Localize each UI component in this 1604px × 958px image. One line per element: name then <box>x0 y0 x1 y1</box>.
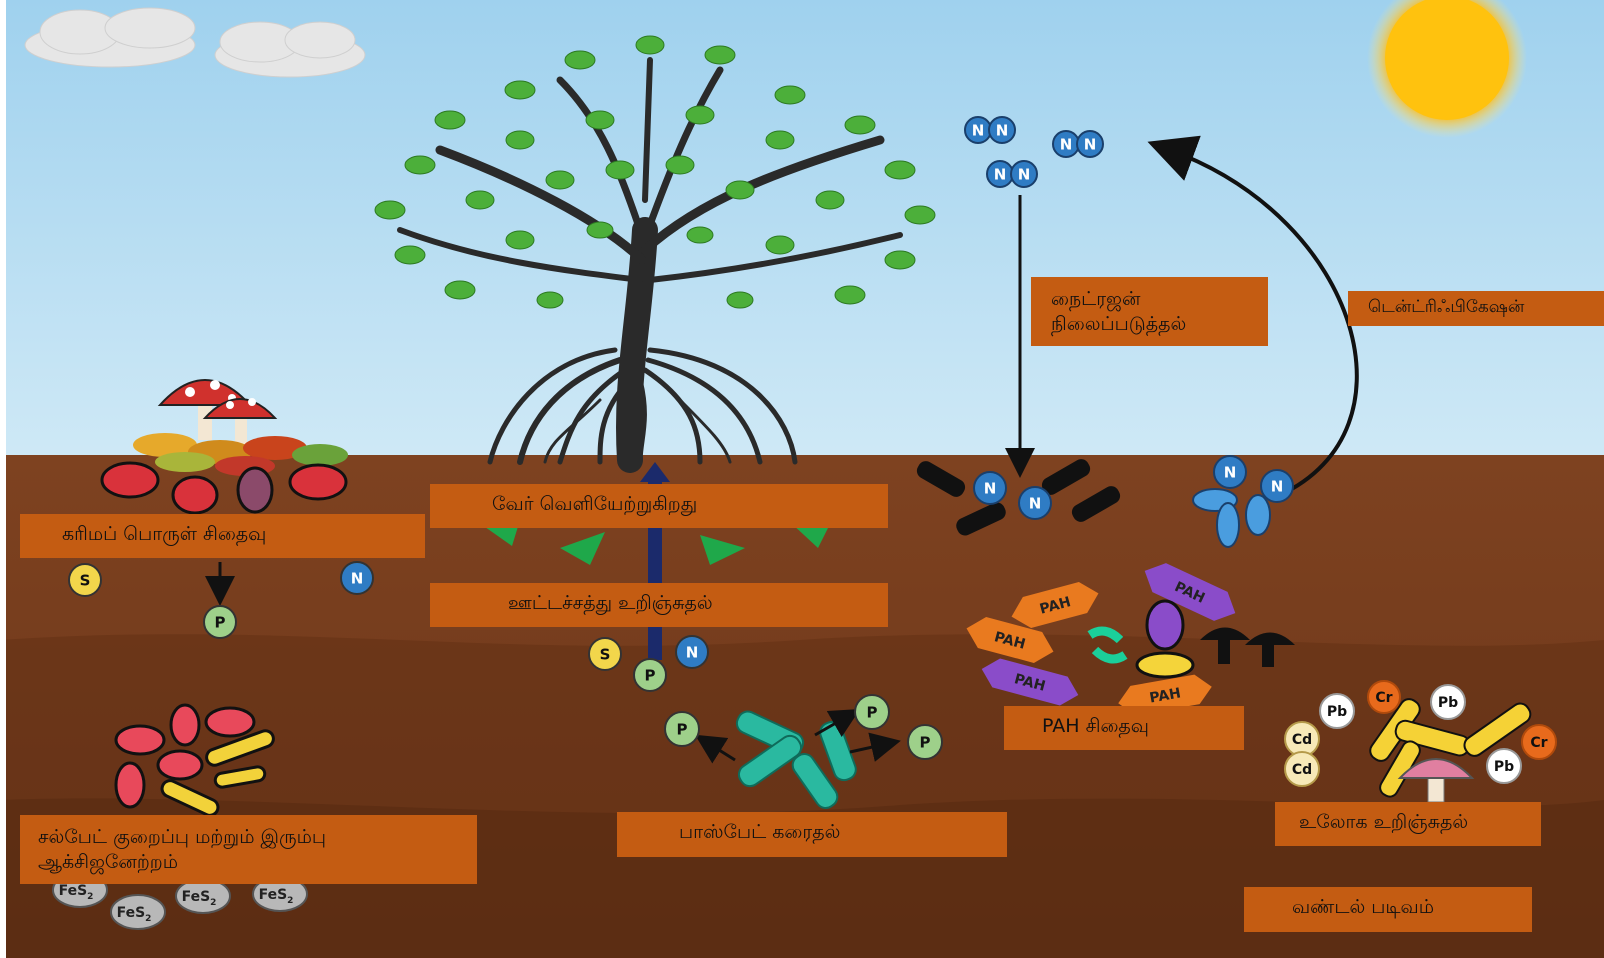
pah-molecule: PAH <box>1144 563 1236 621</box>
metal-uptake-bacteria <box>1369 698 1532 798</box>
svg-text:N: N <box>1084 135 1097 153</box>
svg-text:P: P <box>867 703 878 721</box>
pyrite-bubble: FeS2 <box>252 876 308 912</box>
phosphorus-atom: P <box>664 711 700 747</box>
phosphorus-atom: P <box>907 724 943 760</box>
svg-text:FeS2: FeS2 <box>59 883 94 902</box>
pah-molecule: PAH <box>1011 582 1099 628</box>
svg-text:P: P <box>920 733 931 751</box>
nitrogen-atom: N <box>1052 130 1080 158</box>
svg-text:PAH: PAH <box>1038 594 1073 618</box>
sulfate-reducing-bacteria <box>114 703 275 817</box>
svg-text:S: S <box>80 571 91 589</box>
lead-atom: Pb <box>1486 748 1522 784</box>
phosphorus-atom: P <box>633 658 667 692</box>
nitrogen-atom: N <box>964 116 992 144</box>
svg-text:Cr: Cr <box>1375 690 1392 706</box>
label-nutrient-uptake: ஊட்டச்சத்து உறிஞ்சுதல் <box>430 583 888 627</box>
svg-text:S: S <box>600 645 611 663</box>
pyrite-bubble: FeS2 <box>110 894 166 930</box>
svg-text:P: P <box>645 666 656 684</box>
cadmium-atom: Cd <box>1284 721 1320 757</box>
svg-text:P: P <box>215 613 226 631</box>
sky <box>0 0 1604 462</box>
label-root-exudation: வேர் வெளியேற்றுகிறது <box>430 484 888 528</box>
mangrove-tree <box>374 35 936 473</box>
svg-text:N: N <box>686 643 699 661</box>
svg-text:FeS2: FeS2 <box>182 889 217 908</box>
pah-degrader-bacteria <box>1087 599 1195 679</box>
leaf-litter <box>133 433 348 476</box>
chromium-atom: Cr <box>1521 724 1557 760</box>
svg-text:FeS2: FeS2 <box>259 887 294 906</box>
phosphorus-atom: P <box>203 605 237 639</box>
fungus-icon <box>1200 627 1295 667</box>
svg-text:N: N <box>996 121 1009 139</box>
nitrogen-atom: N <box>1076 130 1104 158</box>
svg-text:Pb: Pb <box>1327 704 1347 720</box>
sulfur-atom: S <box>588 637 622 671</box>
svg-text:N: N <box>972 121 985 139</box>
metal-mushroom-icon <box>1397 758 1475 803</box>
nitrogen-atom: N <box>973 471 1007 505</box>
nitrogen-atom: N <box>1260 469 1294 503</box>
svg-text:Pb: Pb <box>1494 759 1514 775</box>
lead-atom: Pb <box>1319 693 1355 729</box>
nitrogen-atom: N <box>988 116 1016 144</box>
svg-text:N: N <box>1271 477 1284 495</box>
svg-text:FeS2: FeS2 <box>117 905 152 924</box>
mushroom-icon <box>157 379 278 445</box>
nitrogen-atom: N <box>1213 455 1247 489</box>
lead-atom: Pb <box>1430 684 1466 720</box>
pyrite-bubble: FeS2 <box>175 878 231 914</box>
svg-text:N: N <box>1224 463 1237 481</box>
svg-text:N: N <box>351 569 364 587</box>
nitrogen-atom: N <box>1018 486 1052 520</box>
phosphorus-atom: P <box>854 694 890 730</box>
label-phosphate-solubilization: பாஸ்பேட் கரைதல் <box>617 812 1007 857</box>
svg-text:PAH: PAH <box>1012 671 1047 695</box>
sun-icon <box>1367 0 1527 138</box>
nitrogen-atom: N <box>675 635 709 669</box>
svg-text:Pb: Pb <box>1438 695 1458 711</box>
phosphate-arrows <box>205 562 901 764</box>
label-metal-uptake: உலோக உறிஞ்சுதல் <box>1275 802 1541 846</box>
pah-group: PAH PAH PAH PAH PAH <box>966 563 1236 716</box>
pah-molecule: PAH <box>966 617 1054 663</box>
svg-text:Cd: Cd <box>1292 762 1312 778</box>
svg-text:Cr: Cr <box>1530 735 1547 751</box>
denitrifying-bacteria <box>1192 488 1271 548</box>
nitrogen-atom: N <box>1010 160 1038 188</box>
cloud-icon <box>24 7 366 78</box>
label-denitrification: டென்ட்ரிஃபிகேஷன் <box>1348 291 1604 326</box>
label-pah-degradation: PAH சிதைவு <box>1004 706 1244 750</box>
pah-molecule: PAH <box>1118 674 1212 716</box>
nitrogen-atom: N <box>986 160 1014 188</box>
sulfur-atom: S <box>68 563 102 597</box>
svg-text:N: N <box>1029 494 1042 512</box>
pah-molecule: PAH <box>981 658 1079 706</box>
chromium-atom: Cr <box>1367 680 1401 714</box>
svg-text:P: P <box>677 720 688 738</box>
svg-text:PAH: PAH <box>1148 685 1182 706</box>
label-sediment-model: வண்டல் படிவம் <box>1244 887 1532 932</box>
nitrogen-atom: N <box>340 561 374 595</box>
svg-text:PAH: PAH <box>992 629 1027 653</box>
label-organic-decomposition: கரிமப் பொருள் சிதைவு <box>20 514 425 558</box>
label-nitrogen-fixation: நைட்ரஜன் நிலைப்படுத்தல் <box>1031 277 1268 346</box>
cadmium-atom: Cd <box>1284 751 1320 787</box>
svg-text:N: N <box>984 479 997 497</box>
nitrogen-fixing-bacteria <box>916 459 1121 536</box>
label-sulfate-reduction: சல்பேட் குறைப்பு மற்றும் இரும்பு ஆக்சிஜன… <box>20 815 477 884</box>
svg-text:N: N <box>1060 135 1073 153</box>
svg-text:Cd: Cd <box>1292 732 1312 748</box>
bacteria-decomposers <box>100 461 348 515</box>
svg-text:N: N <box>1018 165 1031 183</box>
svg-text:N: N <box>994 165 1007 183</box>
